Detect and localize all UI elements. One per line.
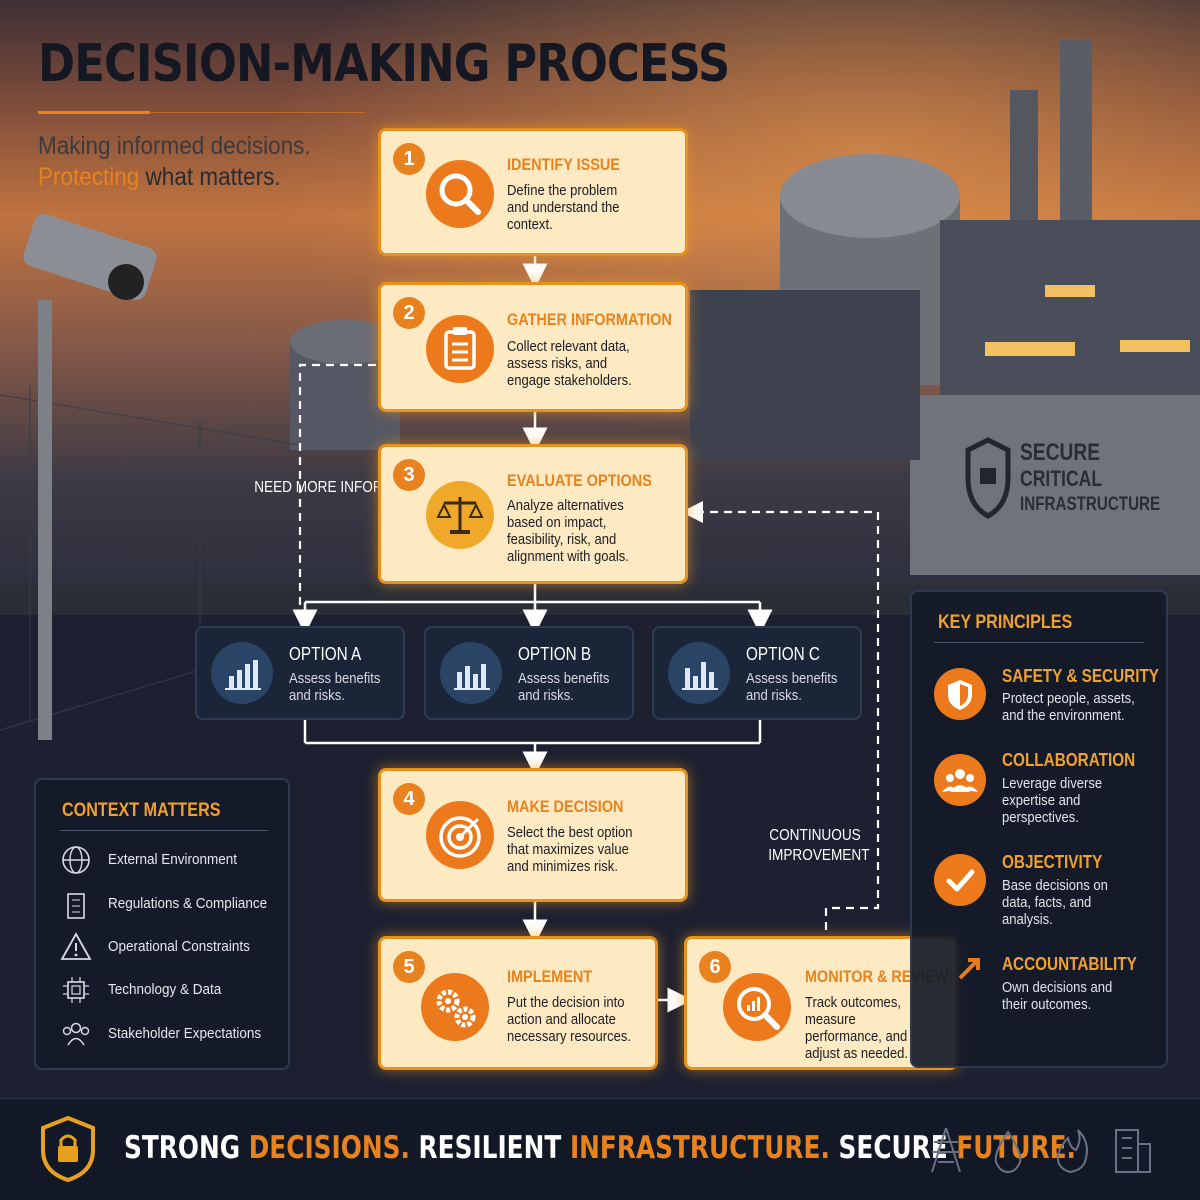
title-underline-thin <box>150 112 365 113</box>
flame-icon <box>1056 1129 1088 1174</box>
magnifier-icon <box>426 160 494 228</box>
step-card-decide[interactable]: 4 MAKE DECISION Select the best option t… <box>378 768 688 902</box>
step-desc: Put the decision into action and allocat… <box>507 995 632 1045</box>
bar-chart-icon <box>211 642 273 704</box>
option-title: OPTION B <box>518 644 592 664</box>
subtitle-line-1: Making informed decisions. <box>38 132 311 160</box>
subtitle-highlight: Protecting <box>38 163 140 191</box>
flow-connectors <box>292 263 773 1013</box>
step-desc: Track outcomes, measure performance, and… <box>805 995 909 1062</box>
step-card-identify[interactable]: 1 IDENTIFY ISSUE Define the problem and … <box>378 128 688 256</box>
sign-line-2: CRITICAL <box>1020 466 1103 491</box>
building-sign: SECURE CRITICAL INFRASTRUCTURE <box>1020 440 1160 518</box>
principles-panel: KEY PRINCIPLES SAFETY & SECURITY Protect… <box>910 590 1168 1068</box>
divider <box>934 642 1144 643</box>
option-title: OPTION A <box>289 644 362 664</box>
tagline-w1: STRONG <box>124 1130 241 1166</box>
building-outline-icon <box>1115 1129 1151 1173</box>
globe-icon <box>62 846 90 874</box>
step-card-gather[interactable]: 2 GATHER INFORMATION Collect relevant da… <box>378 282 688 412</box>
tagline-w2: DECISIONS. <box>248 1130 410 1166</box>
option-title: OPTION C <box>746 644 820 664</box>
target-icon <box>426 801 494 869</box>
step-title: EVALUATE OPTIONS <box>507 471 652 490</box>
arrow-icon <box>958 958 980 980</box>
step-card-implement[interactable]: 5 IMPLEMENT Put the decision into action… <box>378 936 658 1070</box>
step-card-evaluate[interactable]: 3 EVALUATE OPTIONS Analyze alternatives … <box>378 444 688 584</box>
context-item: External Environment <box>108 851 238 868</box>
step-desc: Select the best option that maximizes va… <box>507 825 633 875</box>
context-panel: CONTEXT MATTERS External Environment Reg… <box>34 778 290 1070</box>
need-more-info-label: NEED MORE INFORMATION <box>254 478 434 498</box>
sign-line-3: INFRASTRUCTURE <box>1020 494 1161 515</box>
scales-icon <box>426 481 494 549</box>
step-title: GATHER INFORMATION <box>507 310 672 329</box>
step-badge: 1 <box>393 143 425 175</box>
step-desc: Collect relevant data, assess risks, and… <box>507 339 632 389</box>
clipboard-icon <box>426 315 494 383</box>
warning-icon <box>60 932 92 960</box>
subtitle-rest: what matters. <box>139 163 281 191</box>
water-drop-icon <box>994 1130 1022 1174</box>
step-desc: Define the problem and understand the co… <box>507 183 620 233</box>
principle-desc: Base decisions on data, facts, and analy… <box>1002 878 1108 928</box>
step-title: IMPLEMENT <box>507 967 593 986</box>
principle-title: COLLABORATION <box>1002 750 1136 770</box>
principles-title: KEY PRINCIPLES <box>938 612 1073 633</box>
bar-chart-icon <box>668 642 730 704</box>
step-badge: 2 <box>393 297 425 329</box>
bar-chart-icon <box>440 642 502 704</box>
step-title: MAKE DECISION <box>507 797 624 816</box>
subtitle-line-2: Protecting what matters. <box>38 163 281 192</box>
chip-icon <box>63 977 89 1003</box>
option-card-c[interactable]: OPTION C Assess benefits and risks. <box>652 626 862 720</box>
tagline-w6: FUTURE. <box>956 1130 1076 1166</box>
step-title: IDENTIFY ISSUE <box>507 155 620 174</box>
context-item: Operational Constraints <box>108 938 250 955</box>
step-badge: 6 <box>699 951 731 983</box>
footer-tagline: STRONG DECISIONS. RESILIENT INFRASTRUCTU… <box>124 1130 1076 1166</box>
power-tower-icon <box>931 1127 961 1173</box>
principle-title: SAFETY & SECURITY <box>1002 666 1159 686</box>
divider <box>60 830 268 831</box>
context-item: Regulations & Compliance <box>108 895 268 912</box>
step-desc: Analyze alternatives based on impact, fe… <box>507 498 629 565</box>
continuous-improvement-label: CONTINUOUS IMPROVEMENT <box>768 827 870 864</box>
page-title: DECISION-MAKING PROCESS <box>38 34 730 94</box>
option-card-a[interactable]: OPTION A Assess benefits and risks. <box>195 626 405 720</box>
context-item: Technology & Data <box>108 981 222 998</box>
principle-title: OBJECTIVITY <box>1002 852 1103 872</box>
step-badge: 5 <box>393 951 425 983</box>
principle-desc: Leverage diverse expertise and perspecti… <box>1002 776 1103 826</box>
padlock-shield-icon <box>41 1115 95 1183</box>
principle-desc: Own decisions and their outcomes. <box>1002 980 1113 1013</box>
principle-desc: Protect people, assets, and the environm… <box>1002 691 1135 724</box>
people-icon <box>62 1022 90 1046</box>
tagline-w5: SECURE <box>838 1130 948 1166</box>
option-card-b[interactable]: OPTION B Assess benefits and risks. <box>424 626 634 720</box>
tagline-w4: INFRASTRUCTURE. <box>569 1130 830 1166</box>
check-icon <box>934 854 986 906</box>
footer-icons <box>931 1127 1151 1174</box>
option-desc: Assess benefits and risks. <box>518 671 610 704</box>
monitor-chart-icon <box>723 973 791 1041</box>
building-icon <box>67 893 85 919</box>
sign-line-1: SECURE <box>1020 439 1101 466</box>
option-desc: Assess benefits and risks. <box>289 671 381 704</box>
team-icon <box>934 754 986 806</box>
step-badge: 4 <box>393 783 425 815</box>
context-title: CONTEXT MATTERS <box>62 800 221 821</box>
footer-bar <box>0 1098 1200 1200</box>
tagline-w3: RESILIENT <box>418 1130 562 1166</box>
shield-icon <box>934 668 986 720</box>
principle-title: ACCOUNTABILITY <box>1002 954 1137 974</box>
shield-lock-icon <box>965 437 1011 519</box>
option-desc: Assess benefits and risks. <box>746 671 838 704</box>
step-badge: 3 <box>393 459 425 491</box>
title-underline <box>38 111 150 114</box>
gears-icon <box>421 973 489 1041</box>
context-item: Stakeholder Expectations <box>108 1025 262 1042</box>
